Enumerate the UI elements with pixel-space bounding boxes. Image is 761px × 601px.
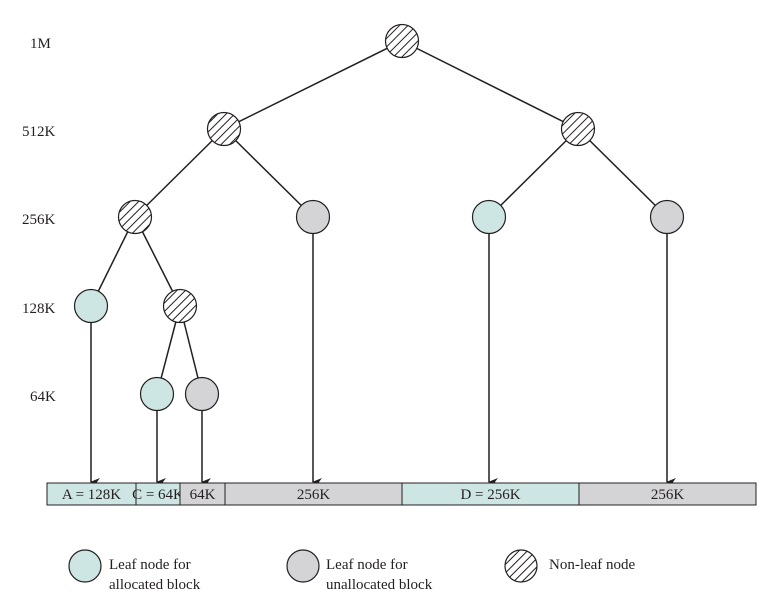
legend: Leaf node for allocated block Leaf node … bbox=[68, 549, 636, 593]
unallocated-leaf-node bbox=[184, 376, 220, 412]
level-label-1m: 1M bbox=[30, 36, 51, 52]
leaf-arrows bbox=[90, 233, 676, 486]
level-labels: 1M 512K 256K 128K 64K bbox=[22, 36, 56, 405]
legend-unallocated-swatch bbox=[286, 549, 320, 583]
tree-edge bbox=[223, 128, 314, 218]
legend-allocated-swatch bbox=[68, 549, 102, 583]
tree-nodes bbox=[73, 23, 685, 412]
legend-nonleaf-label: Non-leaf node bbox=[549, 557, 636, 573]
tree-edge bbox=[577, 128, 668, 218]
memory-block-bar: A = 128K C = 64K 64K 256K D = 256K 256K bbox=[46, 482, 757, 506]
memory-block-label: 256K bbox=[297, 487, 331, 503]
legend-allocated-line2: allocated block bbox=[109, 577, 201, 593]
level-label-512k: 512K bbox=[22, 124, 56, 140]
tree-edge bbox=[134, 128, 225, 218]
memory-block-label: D = 256K bbox=[460, 487, 520, 503]
legend-allocated-line1: Leaf node for bbox=[109, 557, 191, 573]
unallocated-leaf-node bbox=[295, 199, 331, 235]
nonleaf-node bbox=[162, 288, 198, 324]
tree-edges bbox=[90, 40, 668, 395]
level-label-64k: 64K bbox=[30, 389, 56, 405]
memory-block-label: 64K bbox=[190, 487, 216, 503]
memory-block bbox=[578, 482, 757, 506]
allocated-leaf-node bbox=[139, 376, 175, 412]
memory-block-label: 256K bbox=[651, 487, 685, 503]
level-label-128k: 128K bbox=[22, 301, 56, 317]
tree-edge bbox=[488, 128, 579, 218]
nonleaf-node bbox=[384, 23, 420, 59]
tree-edge bbox=[223, 40, 403, 130]
memory-block-label: C = 64K bbox=[132, 487, 184, 503]
allocated-leaf-node bbox=[471, 199, 507, 235]
tree-edge bbox=[401, 40, 579, 130]
nonleaf-node bbox=[117, 199, 153, 235]
unallocated-leaf-node bbox=[649, 199, 685, 235]
nonleaf-node bbox=[206, 111, 242, 147]
allocated-leaf-node bbox=[73, 288, 109, 324]
legend-unallocated-line1: Leaf node for bbox=[326, 557, 408, 573]
level-label-256k: 256K bbox=[22, 212, 56, 228]
legend-nonleaf-swatch bbox=[504, 549, 538, 583]
legend-unallocated-line2: unallocated block bbox=[326, 577, 433, 593]
nonleaf-node bbox=[560, 111, 596, 147]
memory-block-label: A = 128K bbox=[62, 487, 121, 503]
